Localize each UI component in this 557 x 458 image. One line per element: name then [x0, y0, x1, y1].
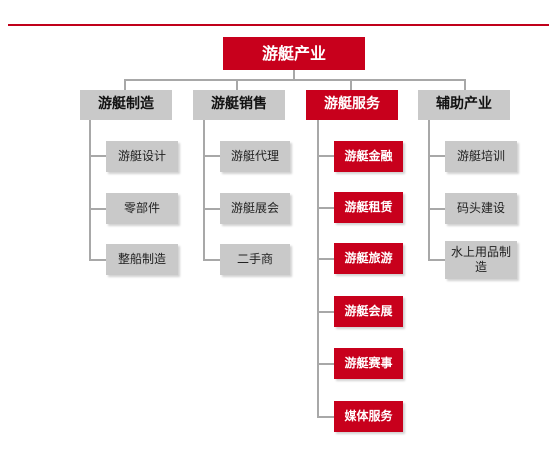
top-divider — [8, 24, 549, 26]
category-yacht-manufacturing: 游艇制造 — [80, 90, 172, 120]
branch — [317, 363, 334, 365]
connector-drop-sales — [236, 79, 238, 90]
leaf-yacht-racing: 游艇赛事 — [334, 348, 403, 379]
branch — [317, 155, 334, 157]
branch — [203, 208, 220, 210]
leaf-second-hand-dealer: 二手商 — [220, 244, 290, 275]
branch — [203, 155, 220, 157]
spine-sales — [203, 120, 205, 260]
spine-auxiliary — [428, 120, 430, 260]
connector-drop-manufacturing — [124, 79, 126, 90]
branch — [428, 155, 445, 157]
leaf-yacht-rental: 游艇租赁 — [334, 192, 403, 223]
branch — [317, 207, 334, 209]
spine-services — [317, 120, 319, 417]
leaf-yacht-agency: 游艇代理 — [220, 141, 290, 172]
category-yacht-sales: 游艇销售 — [193, 90, 285, 120]
branch — [317, 258, 334, 260]
leaf-components: 零部件 — [106, 193, 178, 224]
connector-drop-services — [350, 79, 352, 90]
leaf-yacht-tourism: 游艇旅游 — [334, 243, 403, 274]
leaf-yacht-show: 游艇展会 — [220, 193, 290, 224]
branch — [317, 311, 334, 313]
leaf-yacht-training: 游艇培训 — [445, 141, 517, 172]
connector-root-stem — [293, 70, 295, 80]
leaf-media-services: 媒体服务 — [334, 401, 403, 432]
leaf-marina-construction: 码头建设 — [445, 193, 517, 224]
branch — [203, 259, 220, 261]
leaf-water-products-manufacturing: 水上用品制造 — [445, 241, 517, 279]
leaf-yacht-exhibition: 游艇会展 — [334, 296, 403, 327]
branch — [89, 208, 106, 210]
connector-drop-auxiliary — [464, 79, 466, 90]
leaf-yacht-finance: 游艇金融 — [334, 141, 403, 172]
connector-category-bus — [124, 79, 465, 81]
branch — [428, 208, 445, 210]
spine-manufacturing — [89, 120, 91, 260]
leaf-yacht-design: 游艇设计 — [106, 141, 178, 172]
branch — [428, 259, 445, 261]
branch — [89, 259, 106, 261]
category-auxiliary-industry: 辅助产业 — [418, 90, 510, 120]
leaf-complete-boat-manufacturing: 整船制造 — [106, 244, 178, 275]
root-node-yacht-industry: 游艇产业 — [223, 37, 365, 70]
category-yacht-services: 游艇服务 — [306, 90, 398, 120]
branch — [317, 416, 334, 418]
branch — [89, 155, 106, 157]
